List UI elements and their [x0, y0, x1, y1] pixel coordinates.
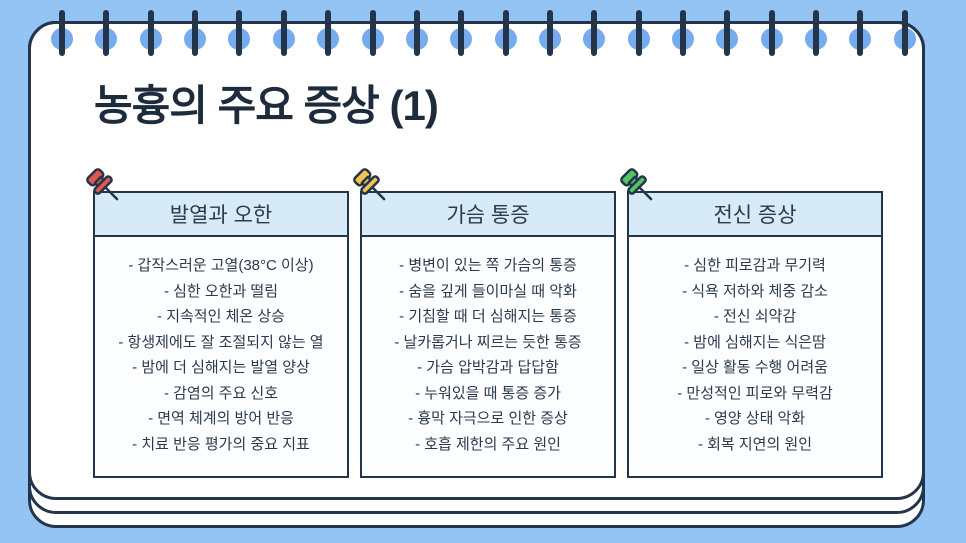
list-item: - 밤에 심해지는 식은땀 [684, 333, 826, 351]
binding-ring [805, 10, 828, 58]
binding-ring [51, 10, 73, 58]
page-title: 농흉의 주요 증상 (1) [94, 82, 439, 129]
list-item: - 날카롭거나 찌르는 듯한 통증 [394, 333, 582, 351]
binding-ring [139, 10, 162, 58]
ring-bar [458, 10, 465, 56]
spiral-binding [51, 10, 916, 58]
ring-bar [103, 10, 110, 56]
list-item: - 항생제에도 잘 조절되지 않는 열 [118, 333, 324, 351]
card-body: - 심한 피로감과 무기력 - 식욕 저하와 체중 감소 - 전신 쇠약감 - … [629, 237, 881, 457]
binding-ring [361, 10, 384, 58]
binding-ring [405, 10, 428, 58]
ring-bar [413, 10, 420, 56]
ring-bar [635, 10, 642, 56]
list-item: - 면역 체계의 방어 반응 [148, 410, 294, 427]
list-item: - 식욕 저하와 체중 감소 [682, 282, 828, 300]
card-header: 전신 증상 [629, 193, 881, 237]
list-item: - 기침할 때 더 심해지는 통증 [399, 308, 577, 325]
binding-ring [672, 10, 695, 58]
card-header: 발열과 오한 [95, 193, 347, 237]
list-item: - 영양 상태 악화 [704, 410, 806, 427]
ring-bar [369, 10, 376, 56]
list-item: - 일상 활동 수행 어려움 [682, 359, 828, 376]
binding-ring [95, 10, 118, 58]
list-item: - 호흡 제한의 주요 원인 [415, 435, 561, 453]
symptom-card-chest-pain: 가슴 통증 - 병변이 있는 쪽 가슴의 통증 - 숨을 깊게 들이마실 때 악… [353, 168, 616, 478]
ring-bar [325, 10, 332, 56]
symptom-card-systemic: 전신 증상 - 심한 피로감과 무기력 - 식욕 저하와 체중 감소 - 전신 … [620, 168, 883, 478]
list-item: - 전신 쇠약감 [713, 308, 797, 325]
card-body: - 갑작스러운 고열(38°C 이상) - 심한 오한과 떨림 - 지속적인 체… [95, 237, 347, 457]
ring-bar [502, 10, 509, 56]
binding-ring [228, 10, 251, 58]
list-item: - 흉막 자극으로 인한 증상 [408, 410, 568, 427]
binding-ring [538, 10, 561, 58]
list-item: - 만성적인 피로와 무력감 [677, 384, 833, 402]
list-item: - 감염의 주요 신호 [163, 384, 279, 402]
green-pushpin-icon [620, 168, 653, 201]
list-item: - 치료 반응 평가의 중요 지표 [132, 435, 310, 453]
list-item: - 심한 피로감과 무기력 [684, 257, 826, 274]
ring-bar [546, 10, 553, 56]
ring-bar [236, 10, 243, 56]
yellow-pushpin-icon [353, 168, 386, 201]
binding-ring [184, 10, 207, 58]
ring-bar [857, 10, 864, 56]
binding-ring [760, 10, 783, 58]
binding-ring [849, 10, 872, 58]
symptom-card-fever-chills: 발열과 오한 - 갑작스러운 고열(38°C 이상) - 심한 오한과 떨림 -… [86, 168, 349, 478]
list-item: - 가슴 압박감과 답답함 [417, 359, 559, 376]
binding-ring [627, 10, 650, 58]
list-item: - 심한 오한과 떨림 [163, 282, 279, 300]
ring-bar [147, 10, 154, 56]
binding-ring [583, 10, 606, 58]
list-item: - 누워있을 때 통증 증가 [415, 384, 561, 402]
binding-ring [893, 10, 916, 58]
binding-ring [272, 10, 295, 58]
binding-ring [450, 10, 473, 58]
ring-bar [591, 10, 598, 56]
ring-bar [901, 10, 908, 56]
ring-bar [192, 10, 199, 56]
binding-ring [317, 10, 340, 58]
binding-ring [494, 10, 517, 58]
ring-bar [59, 10, 65, 56]
ring-bar [813, 10, 820, 56]
list-item: - 지속적인 체온 상승 [157, 308, 285, 325]
red-pushpin-icon [86, 168, 119, 201]
card-body: - 병변이 있는 쪽 가슴의 통증 - 숨을 깊게 들이마실 때 악화 - 기침… [362, 237, 614, 457]
list-item: - 숨을 깊게 들이마실 때 악화 [399, 282, 577, 300]
ring-bar [280, 10, 287, 56]
card-header: 가슴 통증 [362, 193, 614, 237]
ring-bar [680, 10, 687, 56]
list-item: - 밤에 더 심해지는 발열 양상 [132, 359, 310, 376]
list-item: - 회복 지연의 원인 [697, 435, 813, 453]
binding-ring [716, 10, 739, 58]
ring-bar [768, 10, 775, 56]
list-item: - 병변이 있는 쪽 가슴의 통증 [399, 257, 577, 274]
ring-bar [724, 10, 731, 56]
list-item: - 갑작스러운 고열(38°C 이상) [128, 257, 314, 274]
